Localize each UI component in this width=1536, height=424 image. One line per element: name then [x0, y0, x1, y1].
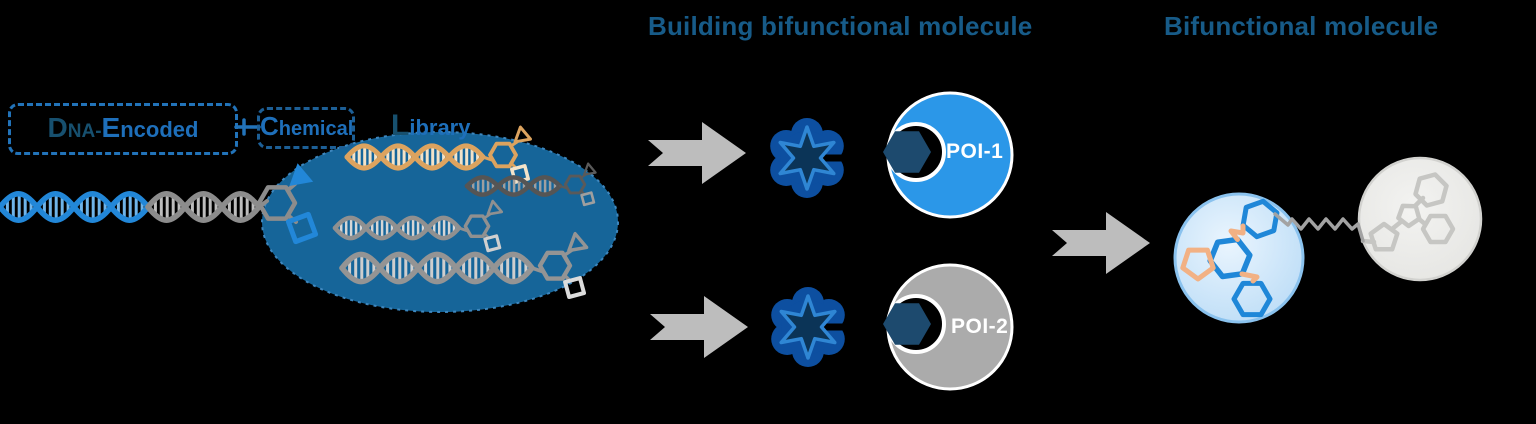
box-connector-line [234, 118, 261, 136]
library-rest: ibrary [409, 115, 471, 140]
library-strand-mid [332, 199, 504, 253]
library-initial: L [391, 109, 410, 142]
dna-rest: NA [67, 121, 96, 142]
arrow-right-icon [650, 296, 748, 358]
arrow-right-icon [648, 122, 746, 184]
library-strand-orange [344, 125, 532, 184]
chemical-box: Chemical [257, 107, 355, 149]
target-protein-sphere [1357, 156, 1483, 282]
encoded-initial: E [101, 112, 121, 143]
poi-2-label: POI-2 [951, 315, 1009, 338]
chemical-rest: hemical [278, 118, 354, 140]
poi-1-protein [883, 91, 1014, 219]
library-label: Library [391, 107, 470, 150]
poi-1-label: POI-1 [946, 140, 1004, 163]
dna-helix-left [0, 191, 269, 223]
core-scaffold-star-icon [771, 287, 855, 367]
encoded-rest: ncoded [120, 117, 199, 142]
library-strand-bottom [339, 231, 589, 300]
library-strand-dark [464, 162, 597, 207]
dna-dash: - [95, 121, 102, 142]
dna-initial: D [47, 112, 68, 143]
compound-left-icon [256, 163, 319, 245]
heading-bifunctional-molecule: Bifunctional molecule [1164, 11, 1439, 41]
linker-chain [1273, 212, 1365, 243]
chemical-initial: C [260, 111, 279, 141]
bifunctional-warhead-cell [1173, 192, 1305, 324]
heading-building-bifunctional: Building bifunctional molecule [648, 11, 1033, 41]
core-scaffold-star-icon [770, 118, 854, 198]
poi-2-protein [883, 263, 1014, 391]
arrow-right-icon [1052, 212, 1150, 274]
dna-encoded-box: DNA-Encoded [8, 103, 238, 155]
